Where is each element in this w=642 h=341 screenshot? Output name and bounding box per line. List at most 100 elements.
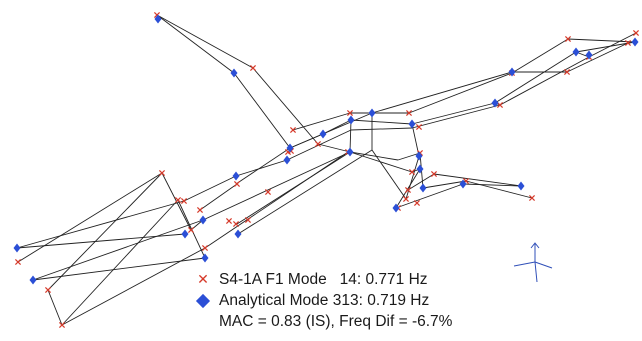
analytical-point-marker bbox=[491, 98, 499, 108]
legend-measured: ✕ S4-1A F1 Mode 14: 0.771 Hz bbox=[196, 269, 452, 290]
measured-point-marker bbox=[408, 168, 416, 176]
legend-analytical: Analytical Mode 313: 0.719 Hz bbox=[195, 290, 452, 311]
wireframe-lines bbox=[16, 14, 637, 326]
wireframe-edge bbox=[32, 219, 204, 281]
measured-point-marker bbox=[14, 258, 22, 266]
measured-point-marker bbox=[314, 140, 322, 148]
measured-point-marker bbox=[201, 244, 209, 252]
wireframe-edge bbox=[395, 168, 421, 209]
analytical-point-marker bbox=[346, 147, 354, 157]
wireframe-edge bbox=[511, 38, 569, 74]
wireframe-edge bbox=[422, 180, 467, 189]
analytical-point-marker bbox=[232, 171, 240, 181]
wireframe-edge bbox=[566, 42, 629, 73]
measured-point-marker bbox=[624, 39, 632, 47]
wireframe-edge bbox=[494, 51, 577, 104]
wireframe-edge bbox=[407, 173, 435, 191]
wireframe-edge bbox=[317, 143, 351, 153]
wireframe-edge bbox=[233, 72, 291, 149]
wireframe-edge bbox=[567, 38, 636, 43]
wireframe-edge bbox=[61, 199, 179, 326]
wireframe-edge bbox=[202, 151, 351, 221]
measured-point-marker bbox=[187, 226, 195, 234]
wireframe-edge bbox=[411, 102, 496, 125]
measured-point-marker bbox=[346, 109, 354, 117]
analytical-point-marker bbox=[29, 275, 37, 285]
analytical-point-marker bbox=[347, 115, 355, 125]
wireframe-edge bbox=[349, 119, 352, 153]
wireframe-edge bbox=[236, 151, 351, 225]
wireframe-edge bbox=[433, 173, 522, 187]
measured-point-marker bbox=[430, 170, 438, 178]
measured-point-marker bbox=[413, 199, 421, 207]
analytical-point-marker bbox=[508, 67, 516, 77]
analytical-point-marker bbox=[13, 243, 21, 253]
red-x-marker-icon: ✕ bbox=[197, 271, 209, 287]
wireframe-edge bbox=[204, 151, 349, 249]
analytical-point-marker bbox=[283, 155, 291, 165]
measured-point-marker bbox=[563, 68, 571, 76]
wireframe-edge bbox=[237, 149, 373, 235]
wireframe-edge bbox=[405, 152, 421, 200]
analytical-point-marker bbox=[234, 229, 242, 239]
wireframe-edge bbox=[465, 180, 533, 199]
measured-point-marker bbox=[264, 188, 272, 196]
wireframe-edge bbox=[16, 200, 185, 249]
wireframe-edge bbox=[47, 289, 63, 326]
wireframe-edge bbox=[47, 172, 163, 291]
wireframe-edge bbox=[183, 175, 237, 202]
analytical-point-marker bbox=[392, 203, 400, 213]
measured-point-marker bbox=[44, 286, 52, 294]
measured-point-marker bbox=[289, 126, 297, 134]
analytical-point-marker bbox=[230, 68, 238, 78]
analytical-point-marker bbox=[319, 129, 327, 139]
wireframe-edge bbox=[289, 112, 373, 149]
wireframe-edge bbox=[17, 172, 163, 263]
measured-point-marker bbox=[244, 216, 252, 224]
measured-point-marker bbox=[249, 64, 257, 72]
wireframe-edge bbox=[61, 247, 206, 326]
measured-point-marker bbox=[528, 194, 536, 202]
wireframe-edge bbox=[371, 71, 513, 114]
analytical-point-marker bbox=[368, 108, 376, 118]
wireframe-edge bbox=[292, 112, 351, 131]
wireframe-edge bbox=[252, 67, 319, 145]
coordinate-triad-icon bbox=[513, 242, 553, 283]
wireframe-edge bbox=[462, 183, 522, 187]
analytical-point-marker bbox=[572, 47, 580, 57]
wireframe-edge bbox=[156, 14, 254, 69]
wireframe-edge bbox=[499, 56, 590, 106]
wireframe-edge bbox=[349, 151, 399, 161]
measured-point-marker bbox=[415, 123, 423, 131]
analytical-point-marker bbox=[517, 181, 525, 191]
wireframe-edge bbox=[156, 14, 235, 74]
wireframe-edge bbox=[411, 104, 501, 129]
analytical-point-marker bbox=[585, 50, 593, 60]
wireframe-edge bbox=[235, 147, 291, 185]
measured-point-marker bbox=[564, 35, 572, 43]
analytical-points bbox=[13, 14, 639, 285]
wireframe-edge bbox=[395, 183, 464, 209]
wireframe-edge bbox=[199, 183, 238, 211]
measured-point-marker bbox=[632, 29, 640, 37]
measured-mode-label: S4-1A F1 Mode 14: 0.771 Hz bbox=[219, 271, 428, 288]
analytical-point-marker bbox=[419, 183, 427, 193]
measured-point-marker bbox=[158, 169, 166, 177]
measured-point-marker bbox=[225, 217, 233, 225]
measured-point-marker bbox=[174, 196, 182, 204]
measured-point-marker bbox=[404, 186, 412, 194]
wireframe-edge bbox=[32, 257, 206, 281]
analytical-point-marker bbox=[201, 253, 209, 263]
wireframe-edge bbox=[408, 72, 513, 114]
analytical-point-marker bbox=[199, 215, 207, 225]
analytical-point-marker bbox=[286, 143, 294, 153]
mac-frequency-label: MAC = 0.83 (IS), Freq Dif = -6.7% bbox=[219, 313, 453, 330]
analytical-point-marker bbox=[415, 151, 423, 161]
analytical-point-marker bbox=[416, 164, 424, 174]
wireframe-edge bbox=[235, 159, 288, 177]
measured-point-marker bbox=[196, 206, 204, 214]
wireframe-edge bbox=[575, 41, 636, 53]
measured-point-marker bbox=[180, 197, 188, 205]
wireframe-edge bbox=[371, 149, 407, 200]
